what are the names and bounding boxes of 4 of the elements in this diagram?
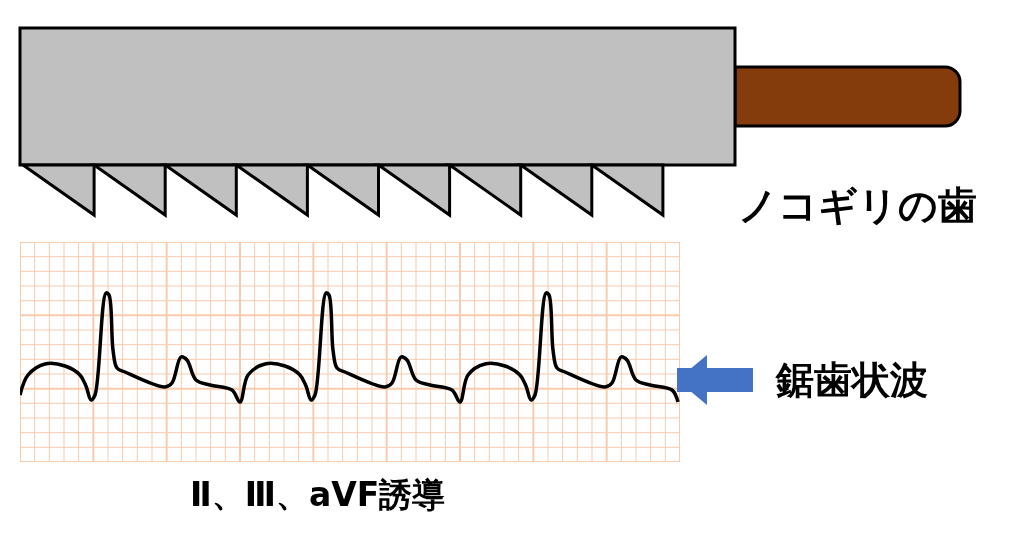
arrow	[677, 355, 753, 405]
wave-label: 鋸歯状波	[776, 361, 928, 399]
saw-teeth-label: ノコギリの歯	[738, 186, 977, 225]
lead-label: Ⅱ、Ⅲ、aVF誘導	[190, 478, 446, 511]
